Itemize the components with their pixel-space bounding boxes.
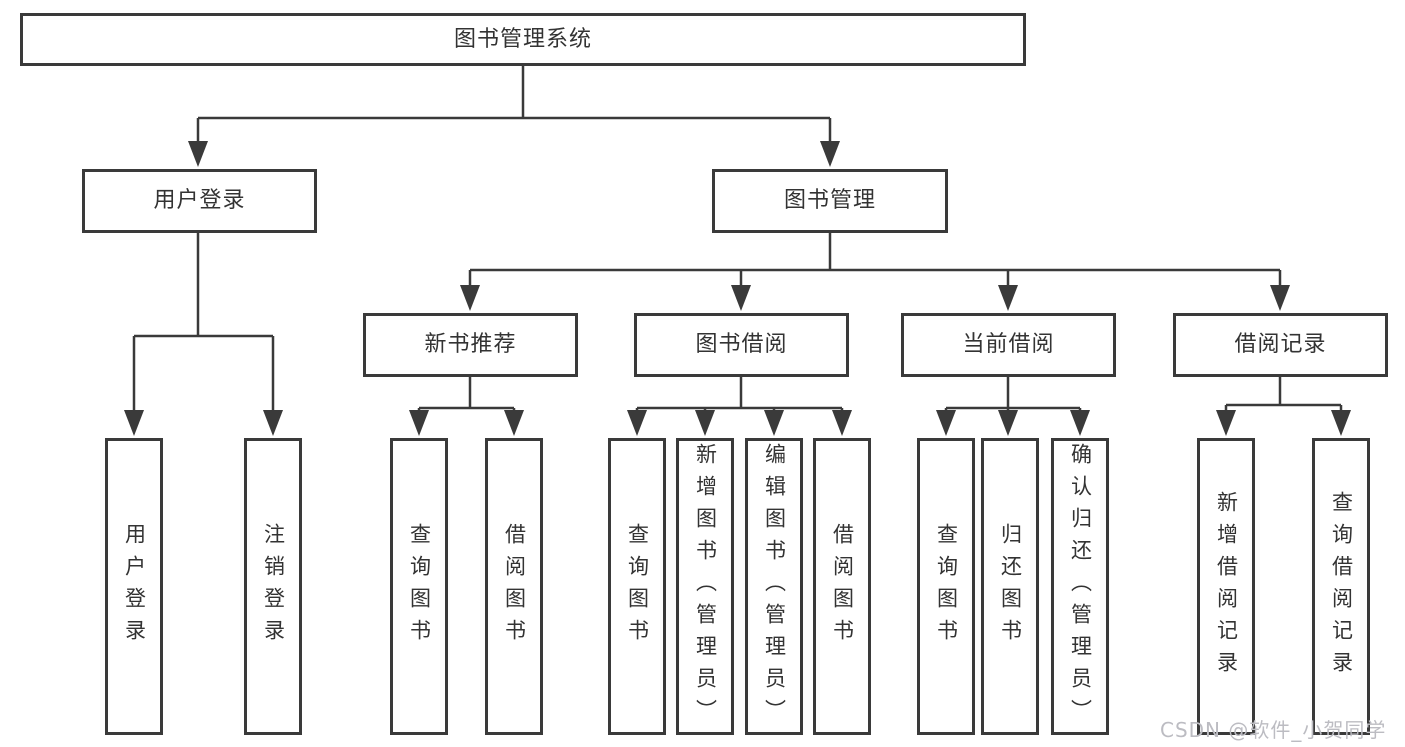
leaf-recommend-query-books: 查询图书 bbox=[390, 438, 448, 735]
leaf-current-query-books-label: 查询图书 bbox=[934, 522, 959, 651]
node-current-borrow: 当前借阅 bbox=[901, 313, 1116, 377]
node-root: 图书管理系统 bbox=[20, 13, 1026, 66]
leaf-user-login-label: 用户登录 bbox=[122, 522, 147, 651]
leaf-current-confirm-return-admin: 确认归还（管理员） bbox=[1051, 438, 1109, 735]
node-user-login-label: 用户登录 bbox=[153, 188, 246, 213]
leaf-current-confirm-return-admin-label: 确认归还（管理员） bbox=[1068, 442, 1093, 731]
leaf-recommend-query-books-label: 查询图书 bbox=[407, 522, 432, 651]
leaf-borrow-add-books-admin-label: 新增图书（管理员） bbox=[693, 442, 718, 731]
node-root-label: 图书管理系统 bbox=[453, 26, 592, 52]
leaf-records-query-record: 查询借阅记录 bbox=[1312, 438, 1370, 735]
leaf-user-login: 用户登录 bbox=[105, 438, 163, 735]
leaf-current-return-books: 归还图书 bbox=[981, 438, 1039, 735]
node-new-book-recommend-label: 新书推荐 bbox=[424, 332, 517, 357]
leaf-current-query-books: 查询图书 bbox=[917, 438, 975, 735]
leaf-borrow-edit-books-admin-label: 编辑图书（管理员） bbox=[762, 442, 787, 731]
leaf-logout: 注销登录 bbox=[244, 438, 302, 735]
node-book-borrow: 图书借阅 bbox=[634, 313, 849, 377]
leaf-borrow-query-books: 查询图书 bbox=[608, 438, 666, 735]
csdn-watermark: CSDN @软件_小贺同学 bbox=[1160, 718, 1387, 742]
node-book-management-label: 图书管理 bbox=[783, 188, 876, 213]
node-new-book-recommend: 新书推荐 bbox=[363, 313, 578, 377]
leaf-records-query-record-label: 查询借阅记录 bbox=[1329, 490, 1354, 683]
leaf-recommend-borrow-books-label: 借阅图书 bbox=[502, 522, 527, 651]
node-user-login: 用户登录 bbox=[82, 169, 317, 233]
node-borrow-records: 借阅记录 bbox=[1173, 313, 1388, 377]
node-book-borrow-label: 图书借阅 bbox=[695, 332, 788, 357]
leaf-current-return-books-label: 归还图书 bbox=[998, 522, 1023, 651]
node-borrow-records-label: 借阅记录 bbox=[1234, 332, 1327, 357]
leaf-borrow-add-books-admin: 新增图书（管理员） bbox=[676, 438, 734, 735]
leaf-recommend-borrow-books: 借阅图书 bbox=[485, 438, 543, 735]
leaf-records-add-record: 新增借阅记录 bbox=[1197, 438, 1255, 735]
leaf-borrow-edit-books-admin: 编辑图书（管理员） bbox=[745, 438, 803, 735]
leaf-logout-label: 注销登录 bbox=[261, 522, 286, 651]
leaf-records-add-record-label: 新增借阅记录 bbox=[1214, 490, 1239, 683]
node-current-borrow-label: 当前借阅 bbox=[962, 332, 1055, 357]
leaf-borrow-query-books-label: 查询图书 bbox=[625, 522, 650, 651]
leaf-borrow-borrow-books-label: 借阅图书 bbox=[830, 522, 855, 651]
leaf-borrow-borrow-books: 借阅图书 bbox=[813, 438, 871, 735]
node-book-management: 图书管理 bbox=[712, 169, 948, 233]
